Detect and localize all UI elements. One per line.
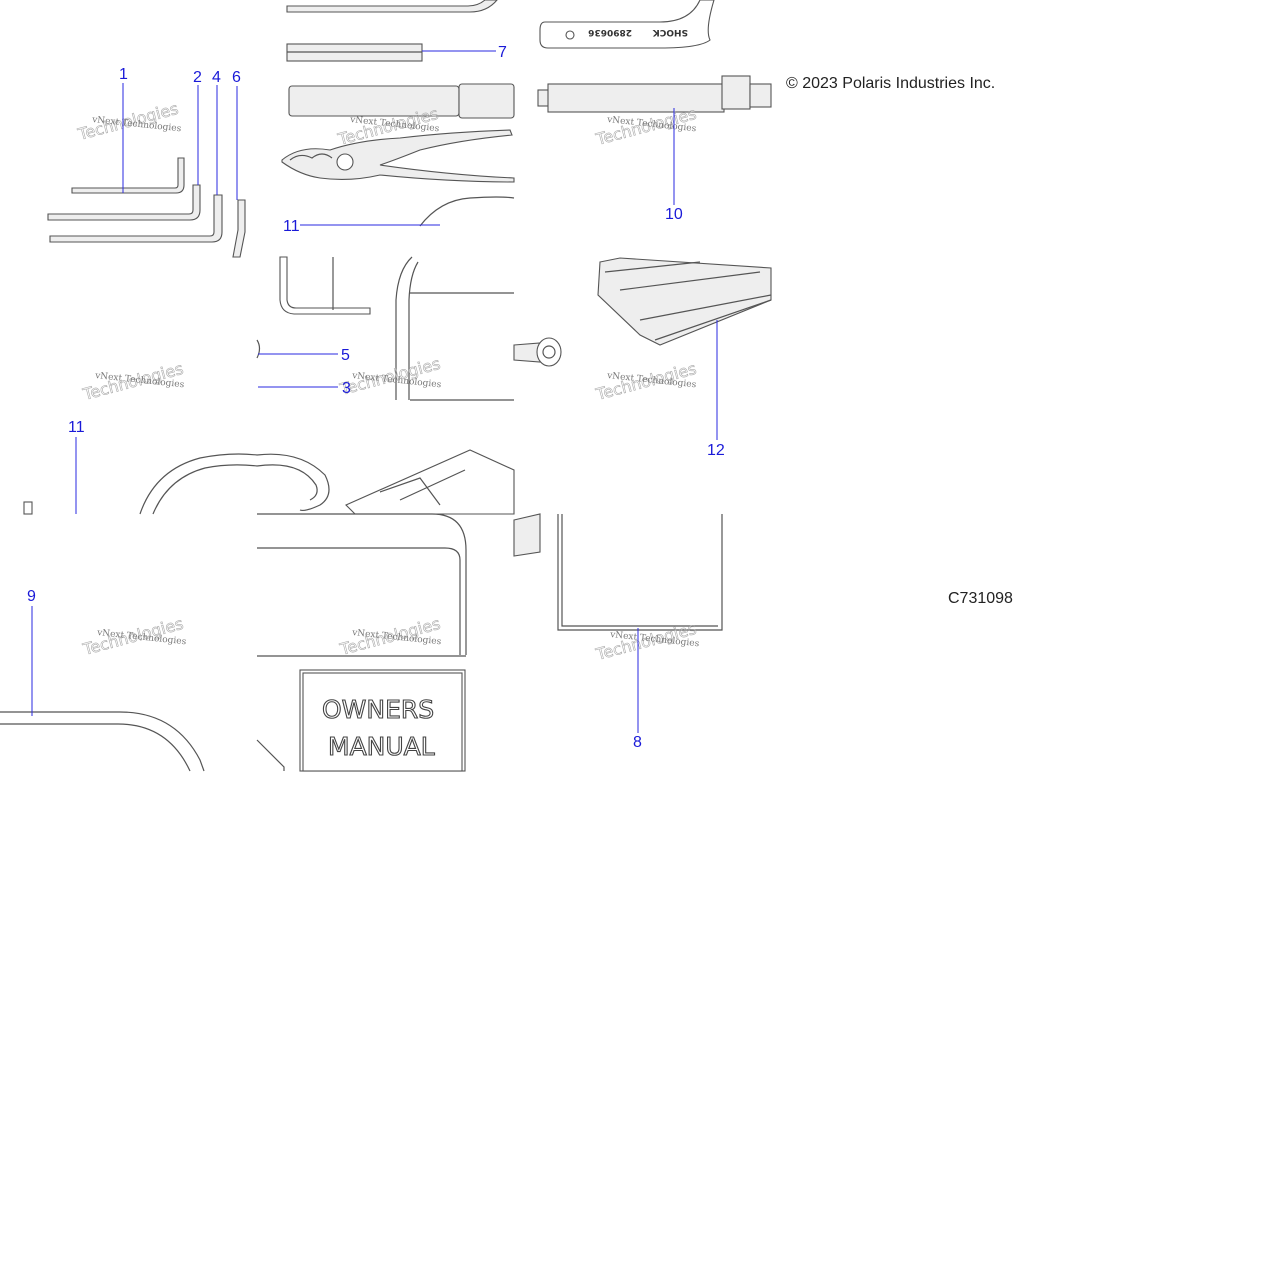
callout-4: 4: [212, 69, 221, 86]
svg-text:2890636: 2890636: [588, 27, 632, 37]
tool-tile-5: [256, 256, 514, 401]
watermark-5: Technologies vNext Technologies: [337, 354, 443, 400]
tool-bag: [257, 513, 723, 657]
callout-2: 2: [193, 69, 202, 86]
callout-9: 9: [27, 588, 36, 605]
callout-11-mid: 11: [68, 419, 85, 436]
watermark-4: Technologies vNext Technologies: [80, 359, 186, 405]
callout-5: 5: [341, 347, 350, 364]
svg-text:SHOCK: SHOCK: [652, 27, 688, 37]
watermark-1: Technologies vNext Technologies: [75, 99, 182, 145]
callout-6: 6: [232, 69, 241, 86]
socket: [513, 337, 562, 367]
shock-wrench: 2890636 SHOCK: [539, 0, 715, 49]
extension-bar: [537, 75, 772, 113]
copyright-notice: © 2023 Polaris Industries Inc.: [786, 75, 996, 92]
callout-11-top: 11: [283, 218, 300, 235]
callout-3: 3: [342, 380, 351, 397]
callout-10: 10: [665, 206, 683, 223]
tool-tile-2: [281, 0, 515, 227]
loop-strap: [0, 711, 205, 772]
figure-id: C731098: [948, 590, 1013, 607]
callout-7: 7: [498, 44, 507, 61]
callout-12: 12: [707, 442, 725, 459]
callout-8: 8: [633, 734, 642, 751]
manual-line-1: OWNERS: [322, 695, 434, 724]
tool-roll-strap: [23, 449, 515, 515]
watermark-7: Technologies vNext Technologies: [80, 614, 187, 660]
watermark-6: Technologies vNext Technologies: [593, 359, 699, 405]
callout-1: 1: [119, 66, 128, 83]
hex-key-set: [47, 157, 246, 258]
manual-line-2: MANUAL: [328, 732, 435, 761]
tool-pouch: [597, 257, 772, 346]
owners-manual: OWNERS MANUAL: [256, 669, 466, 772]
watermark-8: Technologies vNext Technologies: [337, 614, 443, 660]
